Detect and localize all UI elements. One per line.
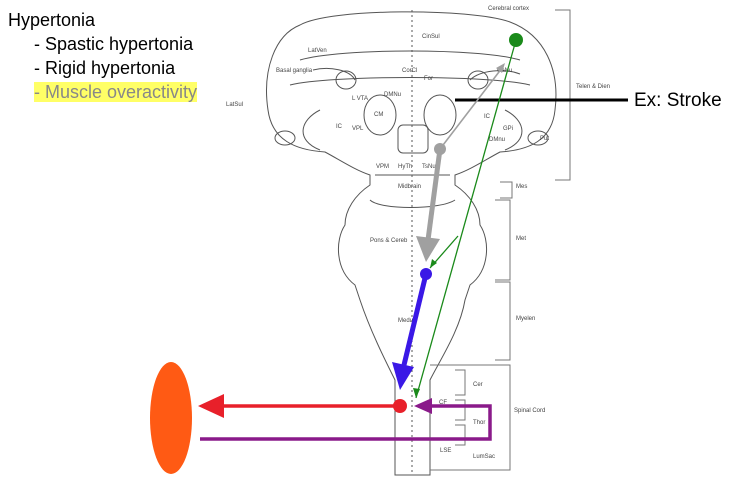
list-item-muscle-overactivity: - Muscle overactivity [34,82,198,102]
label-cm: CM [374,112,383,118]
list-item-rigid: - Rigid hypertonia [34,58,176,78]
label-vpl: VPL [352,126,364,132]
label-cer: Cer [473,382,483,388]
label-lvta: L VTA [352,96,368,102]
gray-pathway [416,63,505,262]
purple-pathway [200,398,492,441]
label-spinal-cord: Spinal Cord [514,408,545,414]
label-thor: Thor [473,420,485,426]
label-latven: LatVen [308,48,327,54]
label-gpi: GPi [503,126,513,132]
label-medul: Medul [398,318,414,324]
label-pons-cereb: Pons & Cereb [370,238,408,244]
label-cau: CaNu [497,68,512,74]
green-pathway [413,33,523,399]
label-corcl: CorCl [402,68,417,74]
red-pathway [198,394,407,418]
label-put: Put [540,136,549,142]
hypertonia-text-panel: Hypertonia - Spastic hypertonia - Rigid … [8,8,198,104]
label-midbrain: Midbrain [398,184,421,190]
list-item-spastic: - Spastic hypertonia [34,34,194,54]
label-lse: LSE [440,448,451,454]
label-ic: IC [336,124,343,130]
label-latsul: LatSul [226,102,243,108]
label-telen-dien: Telen & Dien [576,84,610,90]
label-cerebral-cortex: Cerebral cortex [488,6,529,12]
label-basal-ganglia: Basal ganglia [276,68,313,74]
label-met: Met [516,236,526,242]
label-ic-right: IC [484,114,491,120]
label-cf: CF [439,400,447,406]
stroke-callout-label: Ex: Stroke [634,90,722,111]
label-cinsul: CinSul [422,34,440,40]
label-dmnu: DMNu [384,92,401,98]
red-node-icon [393,399,407,413]
muscle-ellipse-icon [150,362,192,474]
label-mes: Mes [516,184,527,190]
green-neuron-icon [509,33,523,47]
blue-node-icon [420,268,432,280]
scale-brackets [430,9,571,471]
brain-outline [266,10,557,476]
gray-node-icon [434,143,446,155]
hypertonia-heading: Hypertonia [8,10,96,30]
label-mylen: Myelen [516,316,535,322]
label-tsnu: TsNu [422,164,436,170]
label-hyth: HyTh [398,164,412,170]
label-for: For [424,76,433,82]
label-dmnu-2: DMnu [489,137,505,143]
label-vpm: VPM [376,164,389,170]
label-lumsac: LumSac [473,454,495,460]
blue-pathway [392,268,432,390]
